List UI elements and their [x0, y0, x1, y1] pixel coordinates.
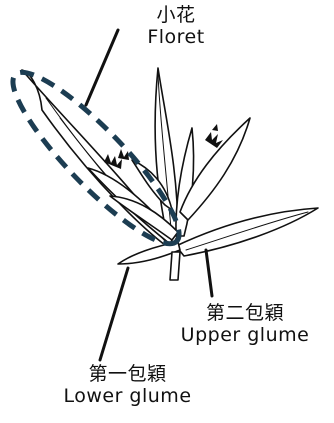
upper-glume-label-en: Upper glume	[160, 324, 330, 346]
upper-glume-label-ja: 第二包穎	[160, 302, 330, 324]
lower-glume-leader-line	[100, 268, 128, 360]
stem	[170, 252, 180, 280]
right-floret-spike	[176, 128, 194, 236]
upper-glume-leader-line	[206, 250, 212, 296]
lower-glume-label-ja: 第一包穎	[45, 363, 210, 385]
floret-label: 小花 Floret	[136, 4, 216, 48]
floret-label-en: Floret	[136, 26, 216, 48]
lower-glume-label-en: Lower glume	[45, 385, 210, 407]
floret-label-ja: 小花	[136, 4, 216, 26]
upper-glume-label: 第二包穎 Upper glume	[160, 302, 330, 346]
lower-glume-label: 第一包穎 Lower glume	[45, 363, 210, 407]
floret-leader-line	[86, 30, 118, 105]
